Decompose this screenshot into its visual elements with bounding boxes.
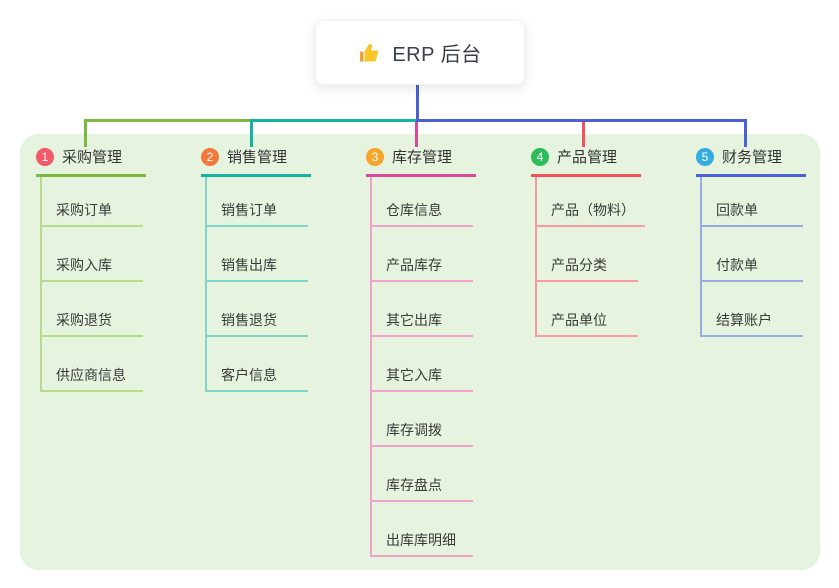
branch-number-badge: 5 (696, 147, 714, 166)
branch-node-label: 采购管理 (62, 149, 123, 166)
child-node-label: 仓库信息 (386, 202, 442, 218)
branch-node[interactable]: 2 销售管理 (201, 146, 311, 177)
child-node-label: 客户信息 (221, 367, 277, 383)
branch-drop-1 (84, 119, 87, 147)
child-node-label: 回款单 (716, 202, 758, 218)
branch: 5 财务管理 回款单付款单结算账户 (696, 146, 816, 337)
children-connector: 销售订单销售出库销售退货客户信息 (205, 177, 321, 392)
branch-number-badge: 2 (201, 147, 219, 166)
child-node-label: 产品（物料） (551, 202, 635, 218)
branch-number-badge: 3 (366, 147, 384, 166)
branch-drop-4 (582, 119, 585, 147)
branch-node[interactable]: 1 采购管理 (36, 146, 146, 177)
root-connector (416, 83, 419, 121)
branches-panel (20, 134, 820, 570)
child-node-label: 采购入库 (56, 257, 112, 273)
branch: 4 产品管理 产品（物料） 产品分类产品单位 (531, 146, 651, 337)
child-node[interactable]: 采购退货 (42, 282, 143, 337)
child-node[interactable]: 产品（物料） (537, 177, 645, 227)
branch-number-badge: 1 (36, 147, 54, 166)
connector-mid (250, 119, 418, 122)
branch: 3 库存管理 仓库信息产品库存其它出库其它入库库存调拨库存盘点出库库明细 (366, 146, 486, 557)
child-node[interactable]: 库存盘点 (372, 447, 473, 502)
children-connector: 回款单付款单结算账户 (700, 177, 816, 337)
branch-node[interactable]: 3 库存管理 (366, 146, 476, 177)
child-node[interactable]: 回款单 (702, 177, 803, 227)
child-node[interactable]: 库存调拨 (372, 392, 473, 447)
thumbs-up-icon (358, 41, 382, 65)
child-node-label: 付款单 (716, 257, 758, 273)
child-node[interactable]: 产品单位 (537, 282, 638, 337)
child-node[interactable]: 出库库明细 (372, 502, 473, 557)
branch-node-label: 库存管理 (392, 149, 453, 166)
child-node-label: 结算账户 (716, 312, 772, 328)
root-node[interactable]: ERP 后台 (315, 20, 525, 85)
child-node[interactable]: 结算账户 (702, 282, 803, 337)
branch-number-badge: 4 (531, 147, 549, 166)
branch-node[interactable]: 4 产品管理 (531, 146, 641, 177)
child-node-label: 出库库明细 (386, 532, 456, 548)
child-node-label: 销售出库 (221, 257, 277, 273)
child-node-label: 采购退货 (56, 312, 112, 328)
child-node[interactable]: 采购入库 (42, 227, 143, 282)
children-connector: 仓库信息产品库存其它出库其它入库库存调拨库存盘点出库库明细 (370, 177, 486, 557)
child-node[interactable]: 销售订单 (207, 177, 308, 227)
child-node-label: 供应商信息 (56, 367, 126, 383)
child-node[interactable]: 其它出库 (372, 282, 473, 337)
child-node[interactable]: 产品分类 (537, 227, 638, 282)
child-node-label: 其它出库 (386, 312, 442, 328)
child-node-label: 库存调拨 (386, 422, 442, 438)
child-node[interactable]: 付款单 (702, 227, 803, 282)
child-node-label: 产品单位 (551, 312, 607, 328)
child-node[interactable]: 客户信息 (207, 337, 308, 392)
branch-drop-5 (744, 119, 747, 147)
child-node[interactable]: 仓库信息 (372, 177, 473, 227)
branch-drop-3 (415, 119, 418, 147)
child-node-label: 销售订单 (221, 202, 277, 218)
child-node-label: 产品库存 (386, 257, 442, 273)
connector-left (84, 119, 252, 122)
child-node[interactable]: 其它入库 (372, 337, 473, 392)
children-connector: 产品（物料） 产品分类产品单位 (535, 177, 651, 337)
child-node-label: 其它入库 (386, 367, 442, 383)
branch-node-label: 财务管理 (722, 149, 783, 166)
child-node[interactable]: 产品库存 (372, 227, 473, 282)
branch-node-label: 销售管理 (227, 149, 288, 166)
children-connector: 采购订单采购入库采购退货供应商信息 (40, 177, 156, 392)
branch: 2 销售管理 销售订单销售出库销售退货客户信息 (201, 146, 321, 392)
child-node-label: 销售退货 (221, 312, 277, 328)
child-node-label: 库存盘点 (386, 477, 442, 493)
connector-right (416, 119, 747, 122)
child-node[interactable]: 采购订单 (42, 177, 143, 227)
child-node[interactable]: 销售退货 (207, 282, 308, 337)
branch: 1 采购管理 采购订单采购入库采购退货供应商信息 (36, 146, 156, 392)
root-node-label: ERP 后台 (392, 44, 482, 66)
child-node[interactable]: 供应商信息 (42, 337, 143, 392)
branch-drop-2 (250, 119, 253, 147)
child-node[interactable]: 销售出库 (207, 227, 308, 282)
branch-node[interactable]: 5 财务管理 (696, 146, 806, 177)
branch-node-label: 产品管理 (557, 149, 618, 166)
child-node-label: 采购订单 (56, 202, 112, 218)
child-node-label: 产品分类 (551, 257, 607, 273)
